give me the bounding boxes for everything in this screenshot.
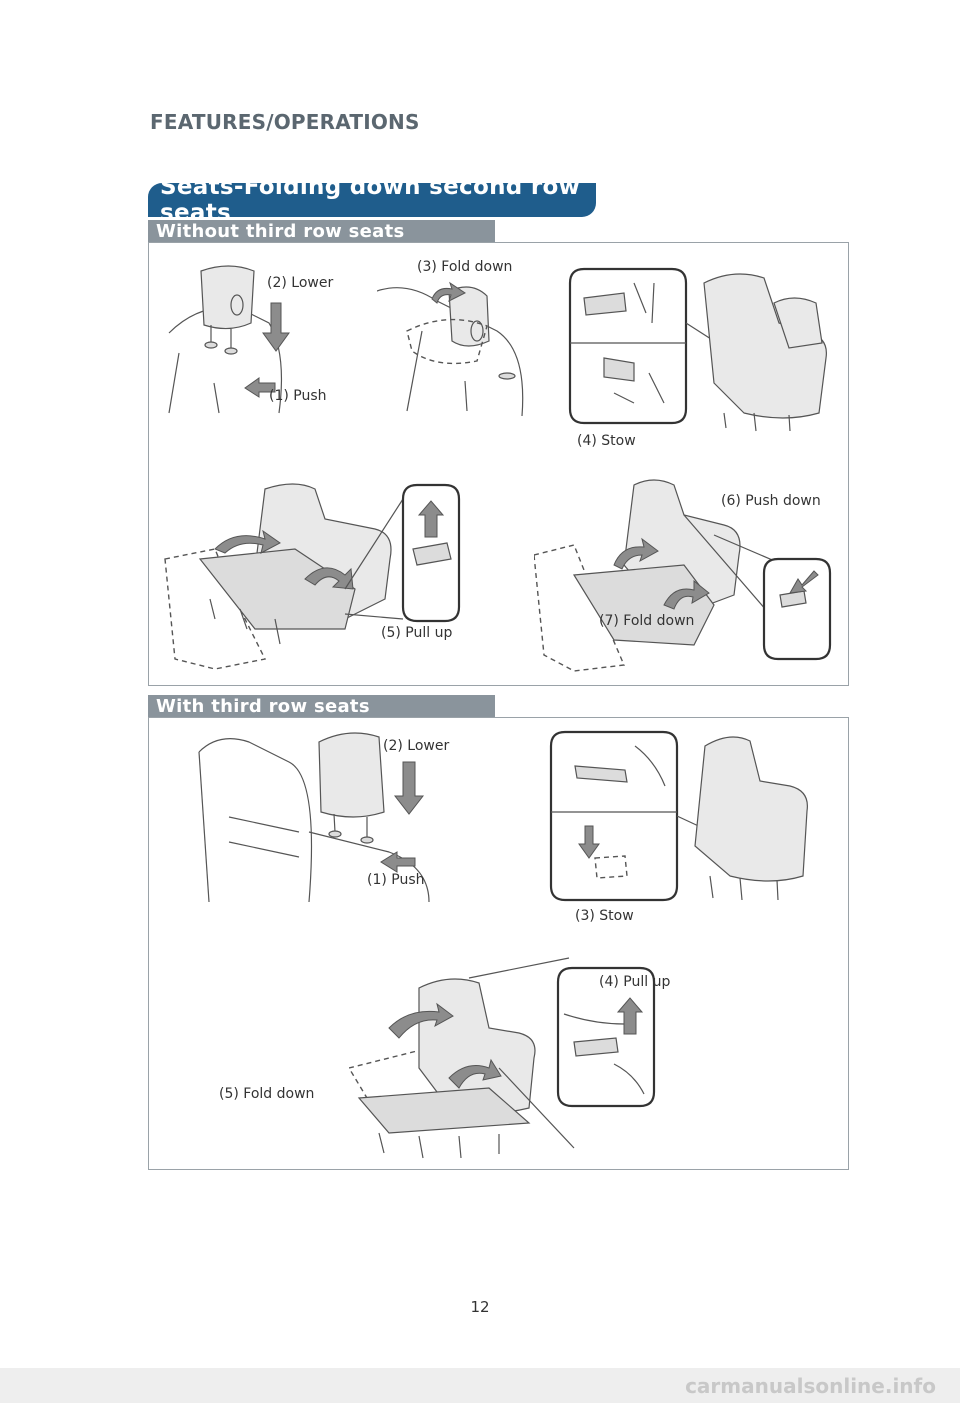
- step-pull-2: (4) Pull up: [599, 974, 671, 990]
- watermark-bar: carmanualsonline.info: [0, 1368, 960, 1403]
- page-number: 12: [470, 1298, 490, 1316]
- pull-up-detail: [556, 966, 656, 1108]
- headrest-illustration: [198, 732, 430, 903]
- step-push: (1) Push: [269, 388, 327, 404]
- step-fold-down: (7) Fold down: [599, 613, 695, 629]
- page-title: Seats-Folding down second row seats: [148, 174, 596, 226]
- stow-illustration: [568, 267, 827, 432]
- with-panel: (2) Lower (1) Push (3) Stow (4) Pull up …: [148, 717, 849, 1170]
- step-fold-2: (5) Fold down: [219, 1086, 315, 1102]
- headrest-lower-illustration: [168, 265, 290, 414]
- section-label: FEATURES/OPERATIONS: [150, 110, 420, 134]
- stow-illustration-2: [549, 730, 808, 902]
- step-fold: (3) Fold down: [417, 259, 513, 275]
- step-pull: (5) Pull up: [381, 625, 453, 641]
- step-push-2: (1) Push: [367, 872, 425, 888]
- step-stow-2: (3) Stow: [575, 908, 634, 924]
- pull-up-illustration: [164, 483, 461, 670]
- pull-fold-illustration: [349, 957, 575, 1159]
- watermark-text: carmanualsonline.info: [685, 1374, 936, 1398]
- step-push-down: (6) Push down: [721, 493, 821, 509]
- headrest-fold-illustration: [377, 281, 524, 417]
- push-fold-illustration: [534, 479, 832, 672]
- step-stow: (4) Stow: [577, 433, 636, 449]
- without-panel: (2) Lower (1) Push (3) Fold down (4) Sto…: [148, 242, 849, 686]
- with-heading: With third row seats: [148, 695, 495, 717]
- without-heading: Without third row seats: [148, 220, 495, 242]
- step-lower: (2) Lower: [267, 275, 334, 291]
- step-lower-2: (2) Lower: [383, 738, 450, 754]
